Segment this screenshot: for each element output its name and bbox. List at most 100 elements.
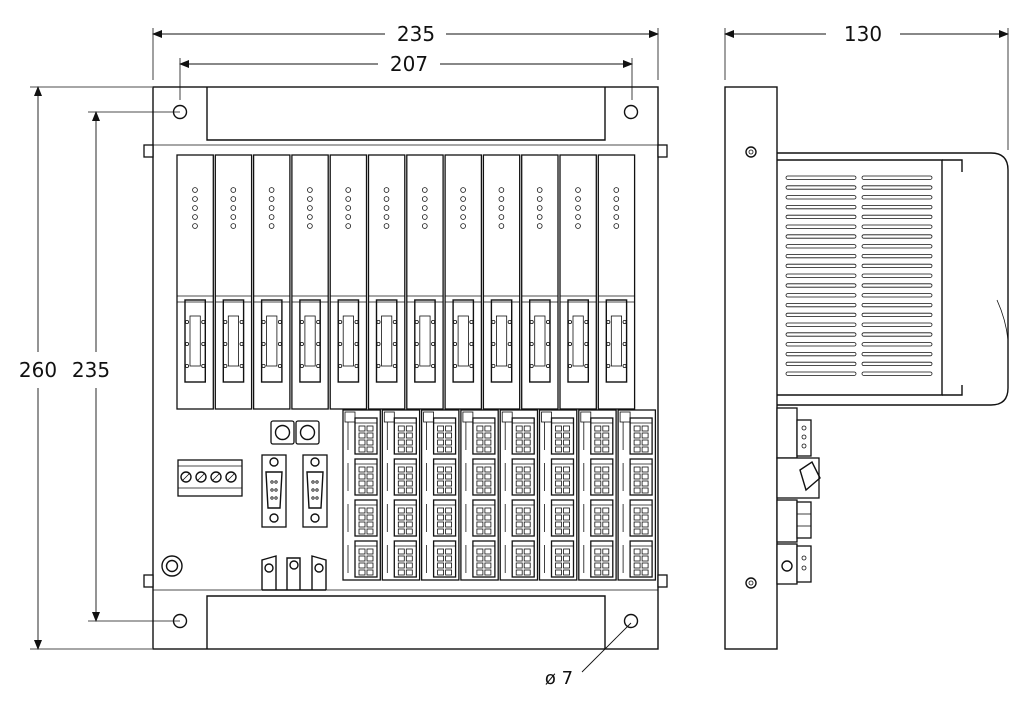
terminal-block <box>622 417 653 455</box>
terminal-block <box>583 499 614 537</box>
terminal-block <box>465 417 496 455</box>
status-led <box>383 214 390 220</box>
terminal-block <box>426 499 457 537</box>
vent-slot <box>861 312 933 318</box>
status-led <box>192 205 198 211</box>
vent-slot <box>861 283 933 288</box>
vent-slot <box>785 253 857 259</box>
vent-slot <box>861 332 933 337</box>
terminal-block <box>504 458 535 496</box>
io-module <box>176 154 214 410</box>
dim-hole-diameter: ø 7 <box>545 668 573 689</box>
terminal-block <box>622 499 653 537</box>
status-led <box>460 223 466 229</box>
status-led <box>421 214 428 220</box>
ventilation-slots <box>785 175 933 376</box>
status-led <box>383 223 390 229</box>
dimension-labels: 235 207 130 260 235 ø 7 <box>19 22 882 689</box>
status-led <box>613 196 620 202</box>
vent-slot <box>861 361 933 367</box>
status-led <box>345 205 352 211</box>
vent-slot <box>861 175 933 180</box>
terminal-block <box>426 417 457 455</box>
terminal-block <box>426 458 457 496</box>
vent-slot <box>785 214 857 219</box>
io-module <box>597 154 636 410</box>
status-led <box>268 196 275 202</box>
status-led <box>498 196 505 202</box>
status-led <box>421 187 428 193</box>
vent-slot <box>785 361 857 367</box>
status-led <box>307 214 313 220</box>
terminal-block <box>465 540 496 578</box>
status-led <box>307 187 313 193</box>
status-led <box>421 196 428 202</box>
vent-slot <box>861 185 933 190</box>
status-led <box>498 205 505 211</box>
db9-connector-right <box>302 454 328 528</box>
push-buttons <box>270 420 320 445</box>
side-connectors <box>776 407 821 585</box>
status-led <box>230 223 237 229</box>
terminal-block <box>544 458 575 496</box>
io-module <box>559 154 597 410</box>
io-module <box>367 154 406 410</box>
hole-bottom-left <box>172 613 188 629</box>
status-led <box>268 205 275 211</box>
status-led <box>268 214 275 220</box>
status-led <box>192 223 198 229</box>
mounting-plate <box>152 86 659 650</box>
status-led <box>460 205 466 211</box>
status-led <box>345 196 352 202</box>
vent-slot <box>861 263 933 269</box>
io-module <box>214 154 253 410</box>
dim-hole-spacing-vertical: 235 <box>72 358 110 382</box>
vent-slot <box>861 195 933 200</box>
vent-slot <box>785 234 857 239</box>
status-led <box>498 187 505 193</box>
status-led <box>268 187 275 193</box>
status-led <box>575 205 581 211</box>
terminal-block <box>622 458 653 496</box>
vent-slot <box>785 244 857 249</box>
terminal-block <box>347 540 378 578</box>
vent-slot <box>861 224 933 229</box>
vent-slot <box>785 273 857 278</box>
status-led <box>536 214 543 220</box>
status-led <box>460 187 466 193</box>
terminal-block <box>583 458 614 496</box>
vent-slot <box>785 195 857 200</box>
vent-slot <box>785 283 857 288</box>
terminal-block <box>583 417 614 455</box>
status-led <box>383 187 390 193</box>
status-led <box>345 214 352 220</box>
status-led <box>536 223 543 229</box>
status-led <box>613 187 620 193</box>
vent-slot <box>785 371 857 376</box>
terminal-blocks <box>342 409 657 581</box>
status-led <box>421 205 428 211</box>
status-led <box>307 196 313 202</box>
vent-slot <box>861 302 933 308</box>
terminal-block <box>504 499 535 537</box>
vent-slot <box>785 302 857 308</box>
status-led <box>613 205 620 211</box>
terminal-block <box>386 458 417 496</box>
vent-slot <box>861 234 933 239</box>
status-led <box>230 187 237 193</box>
hole-bottom-right <box>623 613 639 629</box>
status-led <box>268 223 275 229</box>
io-module <box>444 154 483 410</box>
status-led <box>307 205 313 211</box>
dim-front-width: 235 <box>397 22 435 46</box>
status-led <box>230 196 237 202</box>
status-led <box>421 223 428 229</box>
vent-slot <box>785 263 857 269</box>
front-view <box>143 86 668 650</box>
vent-slot <box>861 273 933 278</box>
serial-connectors <box>261 454 328 528</box>
terminal-block <box>347 417 378 455</box>
io-modules <box>176 154 636 410</box>
cable-clamp <box>261 555 327 591</box>
